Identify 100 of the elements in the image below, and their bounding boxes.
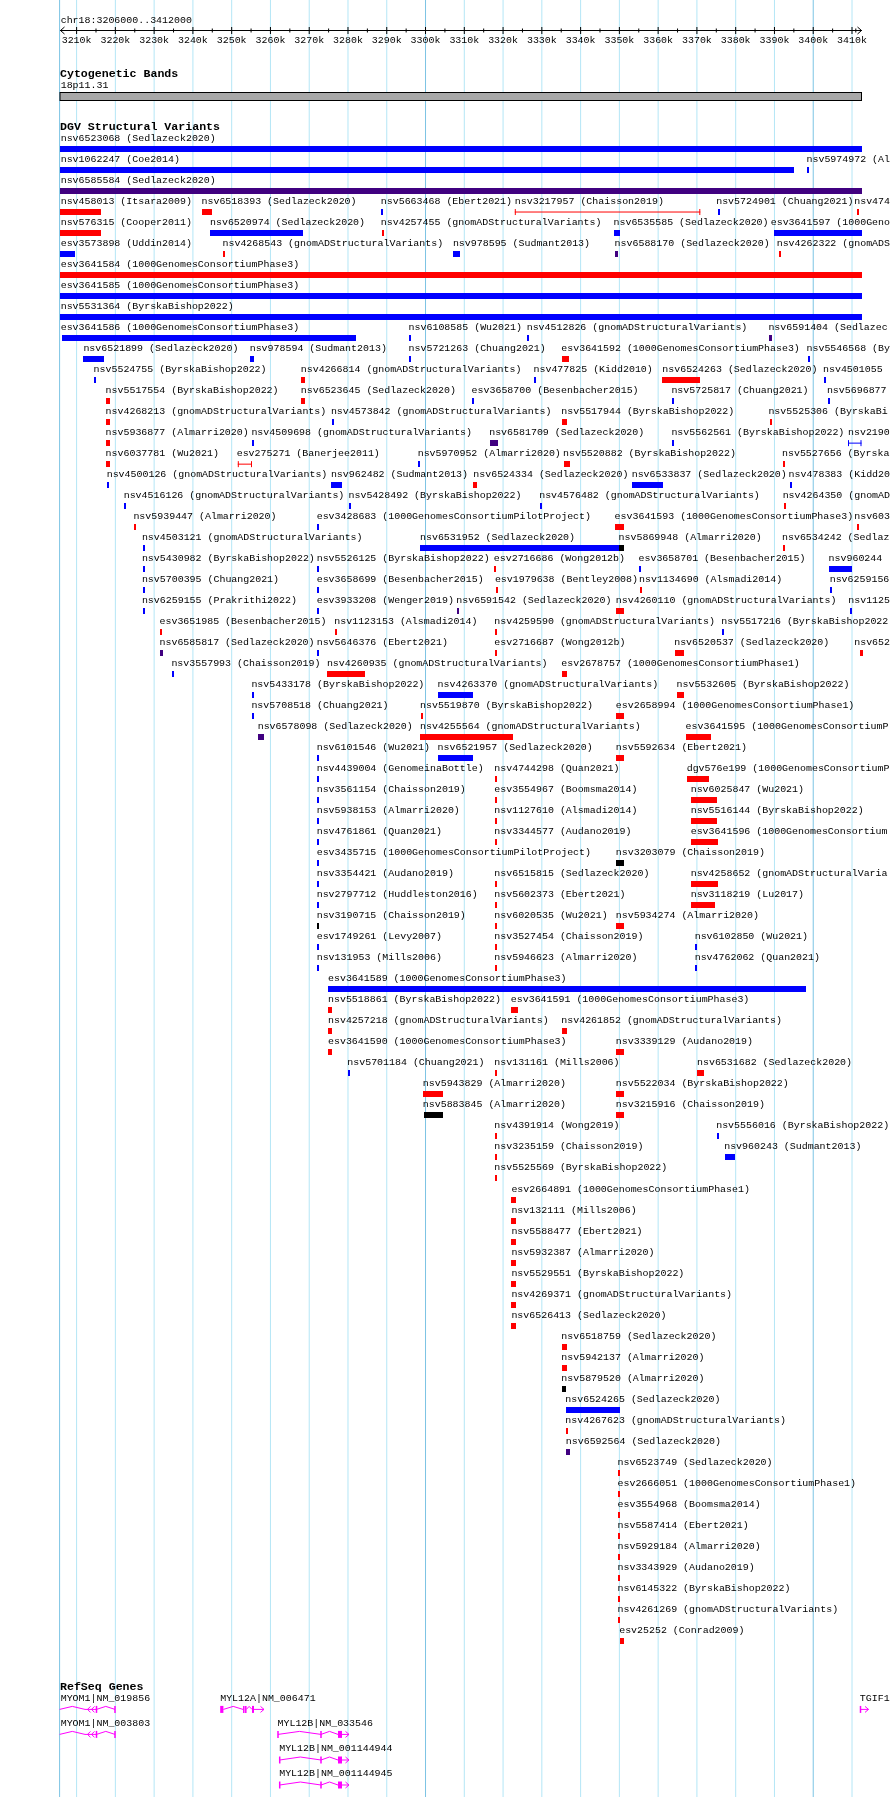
variant-label: esv2716686 (Wong2012b) <box>493 553 625 566</box>
variant-label: esv3554967 (Boomsma2014) <box>494 784 638 797</box>
variant-label: nsv3190715 (Chaisson2019) <box>316 910 466 923</box>
variant-label: nsv4268543 (gnomADStructuralVariants) <box>222 238 444 251</box>
variant-label: nsv3354421 (Audano2019) <box>316 868 454 881</box>
variant-label: nsv5556016 (ByrskaBishop2022) <box>716 1120 890 1133</box>
variant-label: nsv4263370 (gnomADStructuralVariants) <box>437 679 659 692</box>
variant-label: esv2678757 (1000GenomesConsortiumPhase1) <box>561 658 800 671</box>
variant-label: nsv5932387 (Almarri2020) <box>511 1246 655 1259</box>
variant-label: nsv5939447 (Almarri2020) <box>133 511 277 524</box>
variant-label: nsv5942137 (Almarri2020) <box>561 1351 705 1364</box>
variant-label: nsv5696877 <box>826 385 887 398</box>
variant-label: nsv6585584 (Sedlazeck2020) <box>60 175 216 187</box>
variant-label: nsv478383 (Kidd20 <box>788 469 890 482</box>
variant-label: nsv3344577 (Audano2019) <box>494 826 632 839</box>
variant-label: nsv458013 (Itsara2009) <box>60 196 192 208</box>
variant-label: nsv603 <box>854 511 890 524</box>
variant-label: nsv5587414 (Ebert2021) <box>617 1519 749 1532</box>
variant-label: nsv131953 (Mills2006) <box>316 952 442 965</box>
axis-tick-label: 3400k <box>798 34 829 47</box>
variant-label: nsv5974972 (Al <box>806 154 890 166</box>
variant-label: nsv5646376 (Ebert2021) <box>316 637 448 650</box>
variant-label: nsv3557993 (Chaisson2019) <box>171 658 321 671</box>
variant-label: nsv2797712 (Huddleston2016) <box>316 889 478 902</box>
variant-label: nsv4260935 (gnomADStructuralVariants) <box>326 658 548 671</box>
variant-label: nsv4260110 (gnomADStructuralVariants) <box>615 595 837 608</box>
variant-label: nsv6523645 (Sedlazeck2020) <box>300 385 456 398</box>
variant-label: esv3658700 (Besenbacher2015) <box>471 385 639 398</box>
variant-label: nsv4269371 (gnomADStructuralVariants) <box>511 1288 733 1301</box>
variant-label: esv3428683 (1000GenomesConsortiumPilotProject) <box>316 511 591 524</box>
variant-label: nsv6535585 (Sedlazeck2020) <box>613 217 769 230</box>
variant-label: nsv5524755 (ByrskaBishop2022) <box>93 364 267 377</box>
variant-label: nsv960243 (Sudmant2013) <box>724 1141 862 1154</box>
variant-label: nsv4266814 (gnomADStructuralVariants) <box>300 364 522 377</box>
variant-label: nsv5934274 (Almarri2020) <box>615 910 759 923</box>
variant-label: nsv5428492 (ByrskaBishop2022) <box>348 490 522 503</box>
gene-label: MYOM1|NM_003803 <box>60 1718 151 1731</box>
variant-label: esv3641585 (1000GenomesConsortiumPhase3) <box>60 280 300 293</box>
variant-label: nsv4512826 (gnomADStructuralVariants) <box>526 322 748 335</box>
axis-tick-label: 3270k <box>294 34 325 47</box>
variant-label: nsv3203079 (Chaisson2019) <box>615 847 765 860</box>
variant-label: nsv5879520 (Almarri2020) <box>561 1372 705 1385</box>
variant-label: nsv6521957 (Sedlazeck2020) <box>437 742 593 755</box>
variant-label: nsv4762062 (Quan2021) <box>694 952 820 965</box>
axis-tick-label: 3260k <box>255 34 286 47</box>
variant-label: nsv3527454 (Chaisson2019) <box>494 931 644 944</box>
gene-label: MYL12B|NM_001144944 <box>279 1742 393 1755</box>
axis-tick-label: 3390k <box>759 34 790 47</box>
variant-label: nsv5525569 (ByrskaBishop2022) <box>494 1162 668 1175</box>
variant-label: esv3933208 (Wenger2019) <box>316 595 454 608</box>
variant-label: nsv5519870 (ByrskaBishop2022) <box>420 700 593 713</box>
variant-label: nsv4503121 (gnomADStructuralVariants) <box>141 532 363 545</box>
variant-label: nsv576315 (Cooper2011) <box>60 217 192 230</box>
variant-label: esv2666051 (1000GenomesConsortiumPhase1) <box>617 1477 857 1490</box>
variant-label: esv3641586 (1000GenomesConsortiumPhase3) <box>60 322 300 335</box>
axis-tick-label: 3330k <box>526 34 557 47</box>
variant-label: nsv3339129 (Audano2019) <box>615 1036 753 1049</box>
variant-label: nsv4573842 (gnomADStructuralVariants) <box>330 406 552 419</box>
variant-label: esv3641592 (1000GenomesConsortiumPhase3) <box>561 343 800 356</box>
variant-label: nsv4259590 (gnomADStructuralVariants) <box>494 616 715 629</box>
variant-label: nsv4500126 (gnomADStructuralVariants) <box>106 469 328 482</box>
variant-label: esv1979638 (Bentley2008) <box>494 574 638 587</box>
variant-label: nsv4268213 (gnomADStructuralVariants) <box>105 406 327 419</box>
variant-label: nsv5936877 (Almarri2020) <box>105 427 249 440</box>
gene-label: MYL12A|NM_006471 <box>220 1693 316 1706</box>
variant-label: nsv3561154 (Chaisson2019) <box>316 784 466 797</box>
variant-label: esv3641589 (1000GenomesConsortiumPhase3) <box>328 973 567 986</box>
axis-tick-label: 3230k <box>139 34 170 47</box>
variant-label: dgv576e199 (1000GenomesConsortiumP <box>686 763 890 776</box>
variant-label: nsv1125 <box>848 595 890 608</box>
variant-label: nsv5517216 (ByrskaBishop2022 <box>721 616 889 629</box>
variant-label: nsv5518861 (ByrskaBishop2022) <box>328 994 501 1007</box>
variant-label: nsv5701184 (Chuang2021) <box>347 1057 485 1070</box>
variant-label: nsv4509698 (gnomADStructuralVariants) <box>251 427 473 440</box>
variant-label: nsv5883845 (Almarri2020) <box>422 1099 566 1112</box>
variant-label: nsv5592634 (Ebert2021) <box>615 742 747 755</box>
variant-label: nsv5433178 (ByrskaBishop2022) <box>251 679 425 692</box>
variant-label: esv3658701 (Besenbacher2015) <box>638 553 806 566</box>
axis-tick-label: 3360k <box>643 34 674 47</box>
variant-label: nsv5531364 (ByrskaBishop2022) <box>60 301 234 314</box>
track-title: RefSeq Genes <box>60 1680 144 1693</box>
gene-label: MYL12B|NM_001144945 <box>279 1768 393 1780</box>
variant-label: nsv6524263 (Sedlazeck2020) <box>662 364 818 377</box>
variant-label: nsv474 <box>854 196 890 208</box>
variant-label: nsv960244 <box>828 553 883 566</box>
variant-label: nsv5430982 (ByrskaBishop2022) <box>141 553 315 566</box>
variant-label: nsv4576482 (gnomADStructuralVariants) <box>539 490 760 503</box>
variant-label: nsv5721263 (Chuang2021) <box>408 343 546 356</box>
axis-tick-label: 3350k <box>604 34 635 47</box>
variant-label: nsv5708518 (Chuang2021) <box>251 700 389 713</box>
variant-label: nsv4761861 (Quan2021) <box>316 826 442 839</box>
variant-label: nsv5520882 (ByrskaBishop2022) <box>563 448 736 461</box>
variant-label: esv3641595 (1000GenomesConsortiumP <box>685 721 889 734</box>
variant-label: nsv2190 <box>848 427 890 440</box>
variant-label: nsv4516126 (gnomADStructuralVariants) <box>123 490 345 503</box>
variant-label: nsv4501055 <box>823 364 883 377</box>
variant-label: esv3641584 (1000GenomesConsortiumPhase3) <box>60 259 300 272</box>
variant-label: nsv5724901 (Chuang2021) <box>716 196 854 208</box>
variant-label: nsv6518393 (Sedlazeck2020) <box>201 196 357 208</box>
axis-tick-label: 3320k <box>488 34 518 47</box>
